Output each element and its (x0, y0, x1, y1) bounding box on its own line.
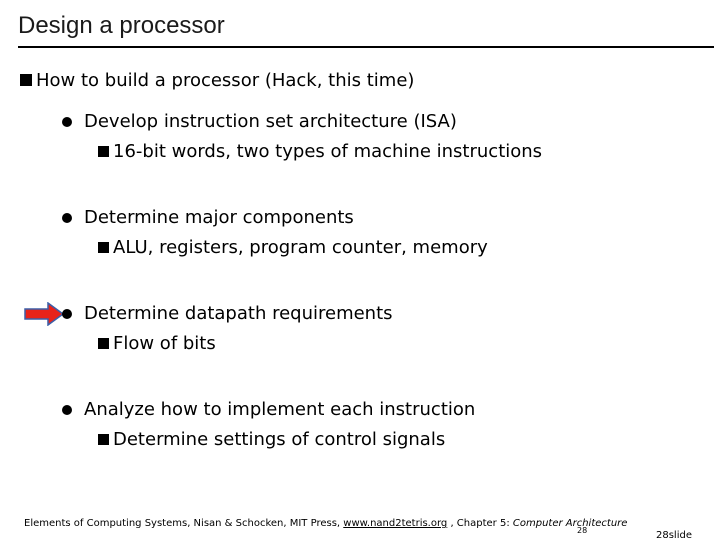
round-bullet-icon (62, 309, 72, 319)
item-text: Determine major components (84, 207, 354, 228)
item-subtext: Determine settings of control signals (113, 429, 446, 450)
title-rule (18, 46, 714, 48)
item-subtext: ALU, registers, program counter, memory (113, 237, 488, 258)
round-bullet-icon (62, 117, 72, 127)
square-bullet-icon (98, 434, 109, 445)
round-bullet-icon (62, 405, 72, 415)
item-text: Determine datapath requirements (84, 303, 393, 324)
item-subtext: 16-bit words, two types of machine instr… (113, 141, 543, 162)
list-item: Analyze how to implement each instructio… (62, 398, 702, 452)
item-subtext: Flow of bits (113, 333, 216, 354)
item-text: Analyze how to implement each instructio… (84, 399, 476, 420)
footer-prefix: Elements of Computing Systems, Nisan & S… (24, 518, 344, 529)
square-bullet-icon (98, 242, 109, 253)
footer-chapter: Computer Architecture (512, 518, 628, 529)
main-bullet-text: How to build a processor (Hack, this tim… (36, 70, 415, 91)
footer-citation: Elements of Computing Systems, Nisan & S… (24, 518, 627, 529)
square-bullet-icon (20, 74, 32, 86)
footer-link[interactable]: www.nand2tetris.org (343, 518, 448, 529)
list-item: Determine major components ALU, register… (62, 206, 702, 260)
footer-middle: , Chapter 5: (447, 518, 513, 529)
slide-title: Design a processor (18, 12, 225, 39)
round-bullet-icon (62, 213, 72, 223)
page-number: 28 (577, 526, 588, 535)
slide-label: 28slide (656, 530, 692, 541)
list-item: Develop instruction set architecture (IS… (62, 110, 702, 164)
item-text: Develop instruction set architecture (IS… (84, 111, 457, 132)
list-item: Determine datapath requirements Flow of … (62, 302, 702, 356)
square-bullet-icon (98, 338, 109, 349)
main-bullet: How to build a processor (Hack, this tim… (20, 70, 414, 91)
square-bullet-icon (98, 146, 109, 157)
right-arrow-icon (24, 302, 64, 326)
